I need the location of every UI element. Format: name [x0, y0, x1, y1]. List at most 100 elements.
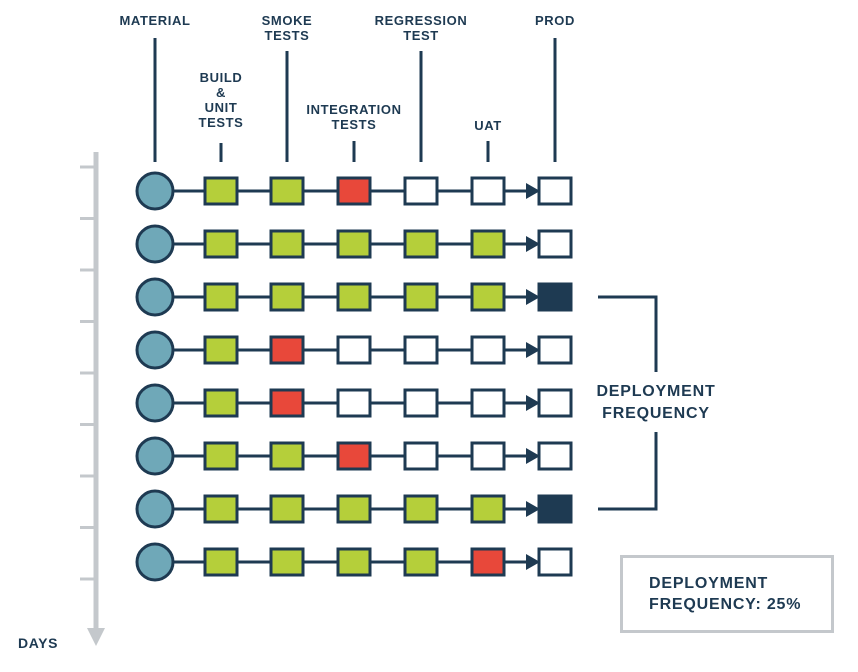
- stage-box-integration-pending: [336, 388, 372, 418]
- stage-box-smoke-pass: [269, 229, 305, 259]
- stage-label-line: SMOKE: [262, 13, 313, 28]
- stage-box-regression-pending: [403, 388, 439, 418]
- pipeline-run-row: [135, 489, 573, 529]
- stage-box-prod-pending: [537, 547, 573, 577]
- stage-header-uat: UAT: [474, 118, 502, 162]
- stage-box-uat-pending: [470, 176, 506, 206]
- deployment-frequency-summary: DEPLOYMENT FREQUENCY: 25%: [649, 573, 801, 615]
- pipeline-run-row: [135, 224, 573, 264]
- stage-box-integration-pass: [336, 282, 372, 312]
- days-axis: DAYS: [18, 152, 105, 651]
- material-node: [135, 436, 175, 476]
- pipeline-run-row: [135, 436, 573, 476]
- stage-box-smoke-fail: [269, 335, 305, 365]
- stage-box-regression-pass: [403, 494, 439, 524]
- stage-box-build-pass: [203, 335, 239, 365]
- pipeline-run-row: [135, 542, 573, 582]
- material-node: [135, 542, 175, 582]
- stage-box-integration-fail: [336, 176, 372, 206]
- stage-label-line: TESTS: [332, 117, 377, 132]
- stage-box-prod-deployed: [537, 494, 573, 524]
- stage-box-build-pass: [203, 547, 239, 577]
- arrow-right-icon: [526, 501, 540, 517]
- stage-box-build-pass: [203, 229, 239, 259]
- stage-box-regression-pending: [403, 441, 439, 471]
- stage-label-line: TEST: [403, 28, 439, 43]
- stage-headers: MATERIALBUILD&UNITTESTSSMOKETESTSINTEGRA…: [120, 13, 575, 162]
- stage-box-regression-pending: [403, 335, 439, 365]
- arrow-right-icon: [526, 342, 540, 358]
- stage-box-regression-pass: [403, 229, 439, 259]
- stage-label-line: INTEGRATION: [306, 102, 401, 117]
- stage-label-line: TESTS: [199, 115, 244, 130]
- deployment-frequency-label-line: FREQUENCY: [602, 405, 710, 422]
- stage-box-smoke-pass: [269, 176, 305, 206]
- stage-box-uat-pending: [470, 388, 506, 418]
- material-node: [135, 330, 175, 370]
- pipeline-run-row: [135, 277, 573, 317]
- stage-box-integration-pass: [336, 229, 372, 259]
- arrow-right-icon: [526, 236, 540, 252]
- material-node: [135, 489, 175, 529]
- arrow-right-icon: [526, 554, 540, 570]
- stage-box-uat-pass: [470, 282, 506, 312]
- stage-box-prod-pending: [537, 441, 573, 471]
- stage-label-line: &: [216, 85, 226, 100]
- stage-box-build-pass: [203, 282, 239, 312]
- summary-line-1: DEPLOYMENT: [649, 575, 769, 592]
- stage-label-line: PROD: [535, 13, 575, 28]
- stage-box-uat-pass: [470, 229, 506, 259]
- stage-box-build-pass: [203, 388, 239, 418]
- stage-box-uat-pending: [470, 335, 506, 365]
- deployment-frequency-summary-box: DEPLOYMENT FREQUENCY: 25%: [620, 555, 834, 633]
- bracket-top: [598, 295, 658, 372]
- stage-box-build-pass: [203, 441, 239, 471]
- stage-box-smoke-pass: [269, 547, 305, 577]
- stage-box-prod-pending: [537, 388, 573, 418]
- arrow-right-icon: [526, 289, 540, 305]
- stage-box-uat-fail: [470, 547, 506, 577]
- stage-box-prod-pending: [537, 229, 573, 259]
- stage-box-regression-pass: [403, 282, 439, 312]
- stage-box-integration-pass: [336, 494, 372, 524]
- stage-box-integration-fail: [336, 441, 372, 471]
- arrow-right-icon: [526, 183, 540, 199]
- stage-box-regression-pass: [403, 547, 439, 577]
- stage-box-build-pass: [203, 494, 239, 524]
- material-node: [135, 171, 175, 211]
- stage-box-build-pass: [203, 176, 239, 206]
- stage-header-material: MATERIAL: [120, 13, 191, 162]
- stage-box-regression-pending: [403, 176, 439, 206]
- stage-box-smoke-fail: [269, 388, 305, 418]
- material-node: [135, 277, 175, 317]
- arrow-right-icon: [526, 448, 540, 464]
- stage-box-uat-pending: [470, 441, 506, 471]
- pipeline-runs: [135, 171, 573, 582]
- stage-box-integration-pending: [336, 335, 372, 365]
- stage-label-line: REGRESSION: [375, 13, 468, 28]
- arrow-right-icon: [526, 395, 540, 411]
- stage-label-line: UAT: [474, 118, 502, 133]
- stage-label-line: MATERIAL: [120, 13, 191, 28]
- stage-header-prod: PROD: [535, 13, 575, 162]
- deployment-frequency-label-line: DEPLOYMENT: [596, 383, 715, 400]
- days-axis-arrow-icon: [87, 628, 105, 646]
- stage-box-prod-pending: [537, 176, 573, 206]
- pipeline-run-row: [135, 330, 573, 370]
- stage-box-prod-pending: [537, 335, 573, 365]
- pipeline-run-row: [135, 171, 573, 211]
- material-node: [135, 383, 175, 423]
- days-axis-label: DAYS: [18, 635, 58, 651]
- stage-label-line: UNIT: [205, 100, 238, 115]
- stage-box-smoke-pass: [269, 282, 305, 312]
- stage-box-smoke-pass: [269, 441, 305, 471]
- pipeline-run-row: [135, 383, 573, 423]
- material-node: [135, 224, 175, 264]
- stage-box-integration-pass: [336, 547, 372, 577]
- summary-line-2: FREQUENCY: 25%: [649, 596, 802, 613]
- stage-box-uat-pass: [470, 494, 506, 524]
